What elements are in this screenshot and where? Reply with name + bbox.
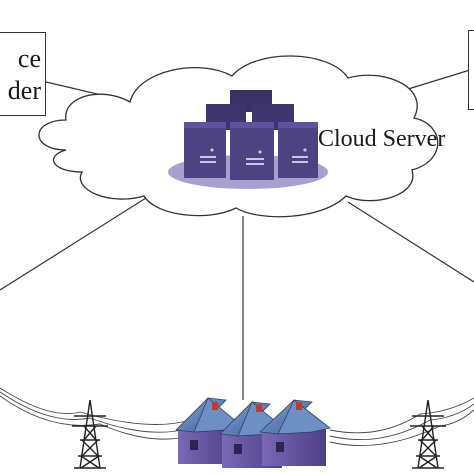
provider-label-line-1: ce [17, 44, 41, 73]
transmission-tower-icon [72, 399, 108, 469]
power-wires [0, 387, 474, 447]
server-stack-icon [184, 90, 318, 180]
link-cloud-left [0, 197, 147, 291]
provider-label-line-2: der [7, 76, 41, 105]
house-icon [259, 399, 331, 466]
service-provider-box: ce der [0, 32, 46, 116]
right-entity-box [468, 30, 474, 110]
link-cloud-right [347, 201, 474, 283]
transmission-tower-icon [410, 399, 446, 469]
cloud-server-label: Cloud Server [318, 126, 446, 152]
